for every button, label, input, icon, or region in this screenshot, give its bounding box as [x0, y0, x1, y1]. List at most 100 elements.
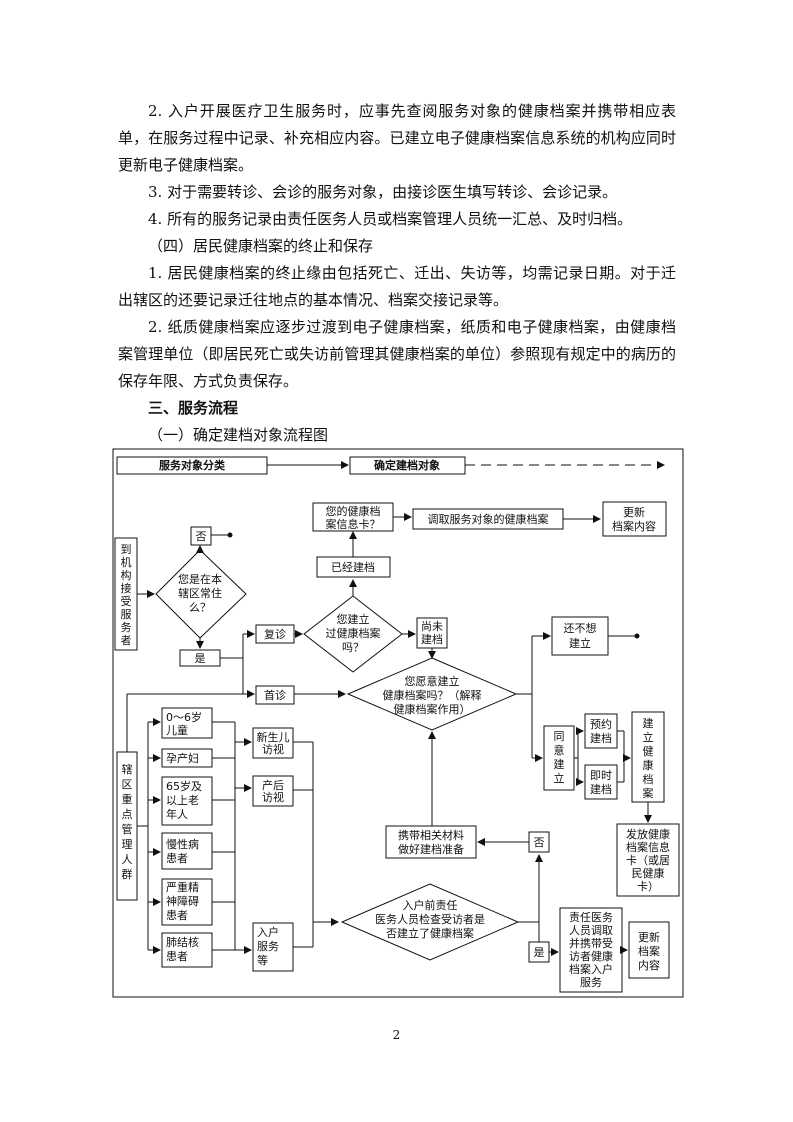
svg-text:辖: 辖	[122, 762, 133, 776]
svg-text:卡）: 卡）	[637, 880, 659, 893]
svg-text:档案信息: 档案信息	[626, 840, 670, 854]
update-record2-label: 更新 档案 内容	[638, 930, 660, 972]
svg-text:吗？: 吗？	[342, 641, 364, 654]
svg-text:构: 构	[121, 568, 132, 582]
svg-text:责任医务: 责任医务	[569, 911, 613, 924]
issue-card-box	[616, 823, 680, 897]
svg-text:档案内容: 档案内容	[612, 519, 656, 533]
svg-text:预约: 预约	[590, 718, 612, 731]
svg-text:档案: 档案	[638, 944, 660, 958]
svg-text:服: 服	[121, 608, 132, 621]
svg-text:受: 受	[121, 595, 132, 608]
home-fetch-label: 责任医务 人员调取 并携带受 访者健康 档案入户 服务	[569, 911, 613, 989]
svg-text:神障碍: 神障碍	[166, 894, 199, 908]
svg-text:健: 健	[643, 745, 654, 758]
section-title: 三、服务流程	[148, 399, 239, 417]
svg-text:健康档案作用）: 健康档案作用）	[394, 702, 471, 716]
svg-text:案信息卡？: 案信息卡？	[326, 517, 381, 531]
willing-diamond	[346, 657, 518, 731]
svg-text:您是在本: 您是在本	[178, 572, 222, 586]
resident-question: 您是在本 辖区常住 么？	[178, 572, 222, 614]
svg-text:务: 务	[121, 621, 132, 634]
svg-text:理: 理	[122, 838, 133, 851]
yes-label: 是	[195, 652, 206, 665]
svg-text:档: 档	[643, 772, 654, 786]
svg-text:0～6岁: 0～6岁	[166, 710, 202, 724]
svg-text:严重精: 严重精	[166, 880, 199, 894]
paragraph-referral: 3. 对于需要转诊、会诊的服务对象，由接诊医生填写转诊、会诊记录。	[148, 183, 618, 201]
already-filed-label: 已经建档	[331, 560, 375, 574]
prepare-label: 携带相关材料 做好建档准备	[398, 828, 464, 856]
svg-text:人员调取: 人员调取	[569, 924, 613, 937]
newborn-visit-box	[252, 727, 294, 759]
svg-text:档案入户: 档案入户	[569, 962, 613, 976]
svg-text:者: 者	[121, 634, 132, 647]
group-labels: 0～6岁 儿童 孕产妇 65岁及 以上老 年人 慢性病 患者 严重精 神障碍 患…	[166, 710, 202, 963]
svg-text:65岁及: 65岁及	[166, 779, 202, 793]
svg-text:立: 立	[643, 730, 654, 744]
svg-text:接: 接	[121, 582, 132, 595]
svg-text:管: 管	[122, 822, 133, 836]
svg-text:访视: 访视	[262, 742, 284, 756]
key-groups-label: 辖 区 重 点 管 理 人 群	[122, 762, 133, 881]
group-box-elderly	[161, 776, 213, 826]
appointment-label: 预约 建档	[590, 718, 612, 745]
svg-text:还不想: 还不想	[564, 621, 597, 635]
svg-text:访视: 访视	[262, 790, 284, 804]
svg-text:建立: 建立	[569, 636, 591, 650]
header-right-label: 确定建档对象	[374, 458, 440, 472]
svg-text:并携带受: 并携带受	[569, 936, 613, 950]
svg-text:以上老: 以上老	[166, 794, 199, 807]
svg-text:群: 群	[122, 867, 133, 881]
page-number: 2	[392, 1028, 401, 1042]
filed-question: 您建立 过健康档案 吗？	[326, 612, 381, 654]
svg-text:患者: 患者	[166, 909, 188, 922]
update-record-label: 更新 档案内容	[612, 505, 656, 533]
svg-text:康: 康	[643, 758, 654, 772]
paragraph-termination-reason: 1. 居民健康档案的终止缘由包括死亡、迁出、失访等，均需记录日期。对于迁出辖区的…	[118, 264, 676, 309]
svg-text:建档: 建档	[590, 782, 612, 796]
immediate-label: 即时 建档	[590, 769, 612, 796]
svg-text:医务人员检查受访者是: 医务人员检查受访者是	[375, 912, 485, 926]
heading-termination: （四）居民健康档案的终止和保存	[148, 237, 374, 255]
subsection-title: （一）确定建档对象流程图	[148, 426, 329, 444]
svg-text:否建立了健康档案: 否建立了健康档案	[386, 926, 474, 940]
issue-card-label: 发放健康 档案信息 卡（或居 民健康 卡）	[626, 827, 670, 893]
svg-text:过健康档案: 过健康档案	[326, 626, 381, 640]
svg-text:您的健康档: 您的健康档	[326, 504, 381, 518]
header-left-label: 服务对象分类	[159, 458, 226, 472]
paragraph-archive: 4. 所有的服务记录由责任医务人员或档案管理人员统一汇总、及时归档。	[148, 210, 633, 228]
svg-text:您愿意建立: 您愿意建立	[405, 674, 460, 688]
svg-text:更新: 更新	[623, 505, 645, 519]
svg-text:更新: 更新	[638, 930, 660, 944]
have-card-label: 您的健康档 案信息卡？	[326, 504, 381, 531]
svg-text:建档: 建档	[590, 731, 612, 745]
svg-text:孕产妇: 孕产妇	[166, 751, 199, 765]
newborn-visit-label: 新生儿 访视	[257, 730, 290, 756]
svg-text:人: 人	[122, 853, 133, 866]
svg-text:做好建档准备: 做好建档准备	[398, 842, 464, 856]
agree-label: 同 意 建 立	[554, 730, 565, 785]
group-box-children	[161, 707, 213, 739]
yes-label-bottom: 是	[534, 946, 545, 959]
svg-text:新生儿: 新生儿	[257, 730, 290, 744]
svg-text:到: 到	[121, 543, 132, 556]
svg-text:辖区常住: 辖区常住	[178, 586, 222, 600]
svg-text:同: 同	[554, 730, 565, 743]
group-box-chronic	[161, 832, 213, 870]
svg-text:您建立: 您建立	[337, 612, 370, 626]
paragraph-home-service: 2. 入户开展医疗卫生服务时，应事先查阅服务对象的健康档案并携带相应表单，在服务…	[118, 102, 676, 174]
svg-text:产后: 产后	[262, 778, 284, 792]
svg-text:么？: 么？	[189, 601, 211, 614]
svg-text:患者: 患者	[166, 852, 188, 865]
svg-text:建: 建	[554, 757, 565, 771]
svg-text:即时: 即时	[590, 769, 612, 782]
svg-text:机: 机	[121, 555, 132, 569]
prepare-box	[385, 825, 477, 859]
update-record-box	[602, 501, 667, 537]
svg-text:点: 点	[122, 808, 133, 821]
update-record2-box	[628, 921, 670, 979]
svg-text:携带相关材料: 携带相关材料	[398, 828, 464, 842]
svg-text:年人: 年人	[166, 807, 188, 821]
